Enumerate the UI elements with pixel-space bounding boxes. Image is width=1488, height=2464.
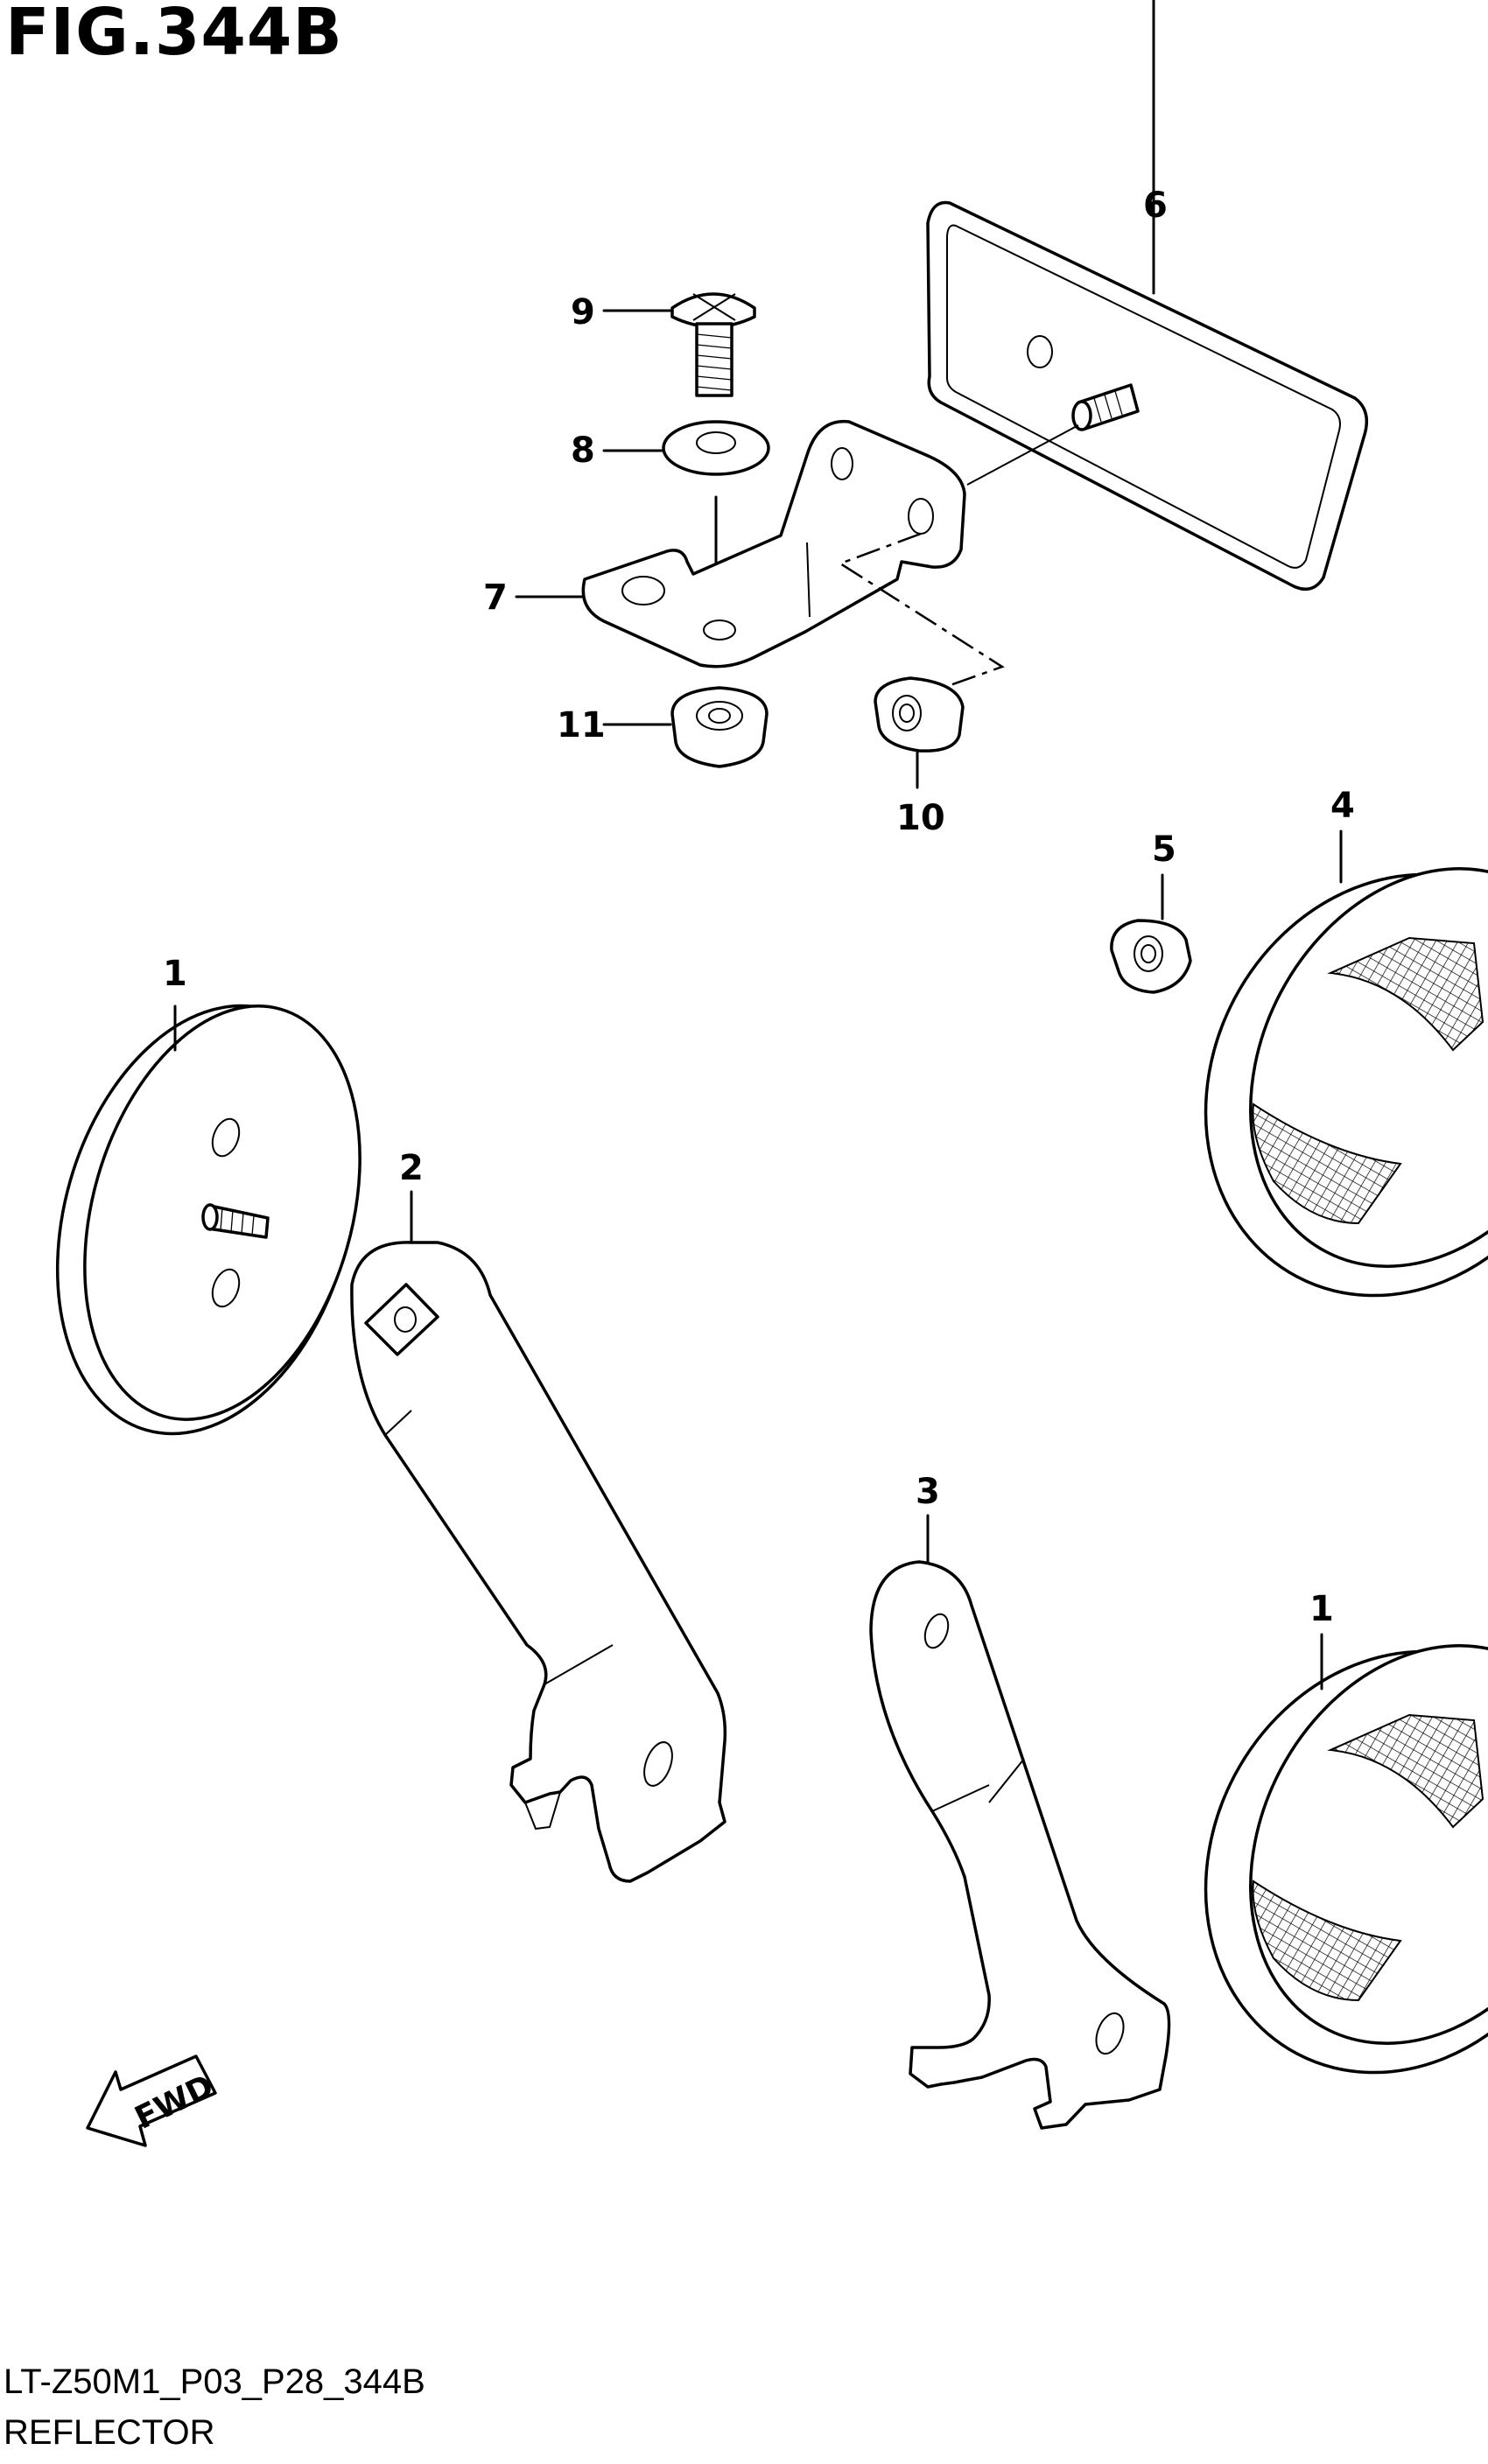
callout-number: 1 bbox=[1309, 1589, 1334, 1629]
part-11-flange-nut bbox=[670, 686, 769, 768]
part-9-bolt bbox=[670, 292, 756, 397]
part-6-mount-line bbox=[966, 424, 1079, 486]
callout-number: 2 bbox=[399, 1148, 424, 1188]
part-1-round-reflector-left bbox=[55, 1004, 361, 1436]
callout-number: 4 bbox=[1330, 786, 1355, 826]
part-3-stay-bracket bbox=[869, 1560, 1171, 2130]
callout-number: 8 bbox=[571, 430, 595, 471]
part-1-round-reflector-right bbox=[1204, 1644, 1488, 2075]
callout-number: 11 bbox=[557, 705, 606, 746]
part-6-rectangular-reflector bbox=[926, 200, 1369, 592]
callout-number: 1 bbox=[163, 954, 187, 994]
part-2-stay-bracket bbox=[350, 1241, 727, 1883]
callout-number: 5 bbox=[1152, 830, 1176, 870]
part-5-nut bbox=[1110, 919, 1192, 994]
fwd-direction-arrow bbox=[86, 2054, 217, 2147]
part-7-bracket bbox=[581, 419, 966, 668]
part-10-flange-nut bbox=[874, 676, 965, 752]
callout-number: 3 bbox=[916, 1472, 940, 1512]
callout-number: 10 bbox=[896, 798, 945, 838]
diagram-code: LT-Z50M1_P03_P28_344B bbox=[4, 2362, 425, 2401]
part-4-round-reflector bbox=[1204, 867, 1488, 1298]
callout-number: 9 bbox=[571, 292, 595, 332]
part-8-washer bbox=[662, 420, 770, 476]
figure-title: FIG.344B bbox=[5, 0, 343, 70]
callout-number: 6 bbox=[1143, 186, 1168, 226]
part-7-assembly-centerline bbox=[838, 532, 1005, 697]
callout-number: 7 bbox=[483, 578, 508, 618]
diagram-name: REFLECTOR bbox=[4, 2413, 215, 2452]
